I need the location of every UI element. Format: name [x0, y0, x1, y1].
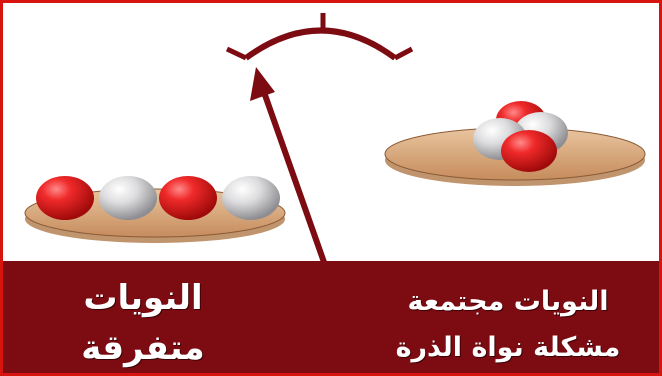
bound-label-line1: النويات مجتمعة: [407, 286, 609, 317]
proton-sphere-icon: [501, 130, 557, 172]
left-pan: [24, 176, 286, 243]
mass-defect-scene: [24, 13, 646, 266]
balance-scale-beam-icon: [225, 13, 414, 61]
neutron-sphere-icon: [99, 176, 157, 220]
arrow-icon: [250, 67, 328, 266]
separated-label-line1: النويات: [83, 278, 203, 318]
right-pan: [384, 101, 646, 186]
separated-nucleons-label: النويات متفرقة: [43, 273, 243, 373]
proton-sphere-icon: [159, 176, 217, 220]
bound-nucleus-label: النويات مجتمعة مشكلة نواة الذرة: [363, 279, 653, 371]
bound-label-line2: مشكلة نواة الذرة: [395, 332, 621, 363]
proton-sphere-icon: [36, 176, 94, 220]
separated-label-line2: متفرقة: [81, 328, 205, 368]
caption-banner: [3, 261, 659, 373]
neutron-sphere-icon: [222, 176, 280, 220]
